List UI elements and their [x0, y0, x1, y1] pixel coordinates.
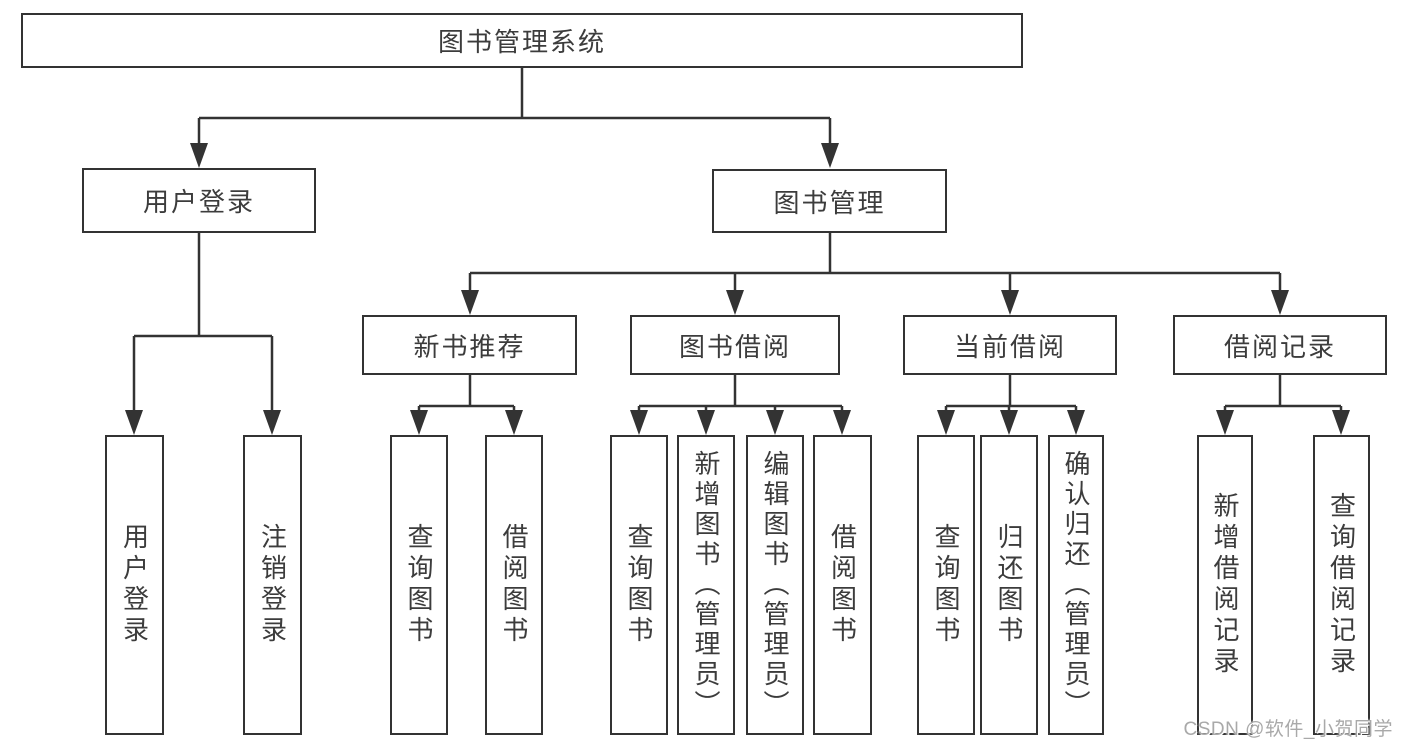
leaf-logout: 注销登录: [243, 435, 302, 735]
leaf-current-return-books: 归还图书: [980, 435, 1038, 735]
node-borrowing-records: 借阅记录: [1173, 315, 1387, 375]
node-user-login-branch: 用户登录: [82, 168, 316, 233]
leaf-borrowing-edit-books-admin: 编辑图书（管理员）: [746, 435, 804, 735]
leaf-recommend-query-books: 查询图书: [390, 435, 448, 735]
leaf-borrowing-add-books-admin: 新增图书（管理员）: [677, 435, 735, 735]
leaf-user-login: 用户登录: [105, 435, 164, 735]
node-new-book-recommend: 新书推荐: [362, 315, 577, 375]
leaf-records-query-record: 查询借阅记录: [1313, 435, 1370, 735]
node-root-system: 图书管理系统: [21, 13, 1023, 68]
node-book-management-branch: 图书管理: [712, 169, 947, 233]
leaf-recommend-borrow-books: 借阅图书: [485, 435, 543, 735]
node-book-borrowing: 图书借阅: [630, 315, 840, 375]
csdn-watermark: CSDN @软件_小贺同学: [1183, 719, 1393, 740]
leaf-borrowing-borrow-books: 借阅图书: [813, 435, 872, 735]
leaf-current-confirm-return-admin: 确认归还（管理员）: [1048, 435, 1104, 735]
leaf-borrowing-query-books: 查询图书: [610, 435, 668, 735]
node-current-borrowing: 当前借阅: [903, 315, 1117, 375]
leaf-records-add-record: 新增借阅记录: [1197, 435, 1253, 735]
leaf-current-query-books: 查询图书: [917, 435, 975, 735]
